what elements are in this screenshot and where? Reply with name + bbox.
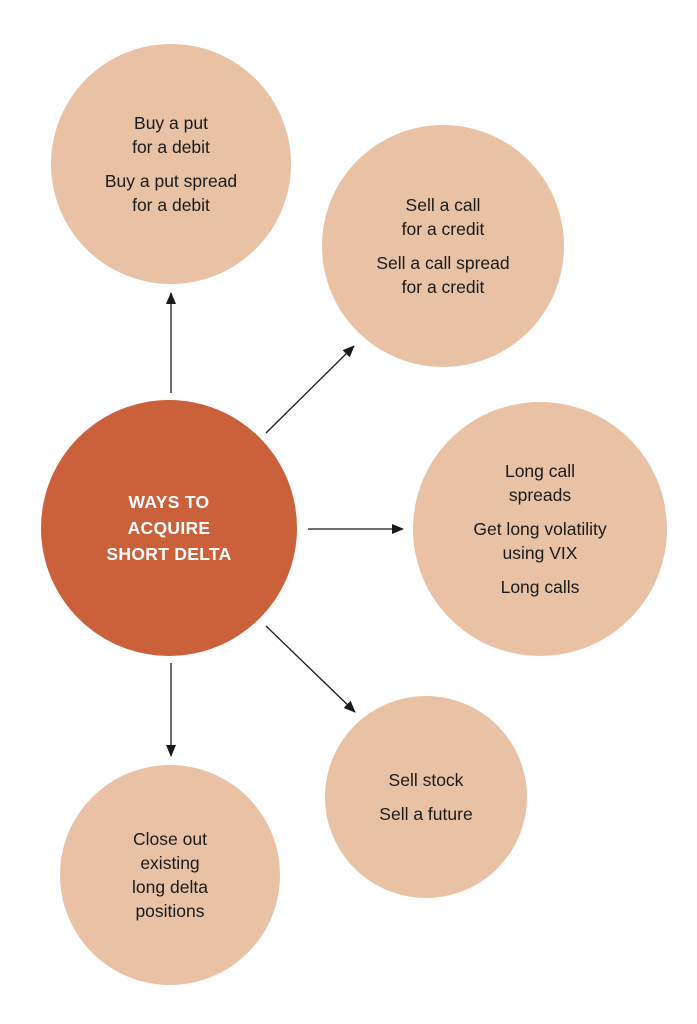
- node-item: Long call spreads: [504, 461, 576, 505]
- center-label: WAYS TO ACQUIRE SHORT DELTA: [106, 492, 232, 564]
- node-item: Get long volatility using VIX: [473, 519, 607, 563]
- node-item: Close out existing long delta positions: [132, 829, 208, 921]
- center-node: WAYS TO ACQUIRE SHORT DELTA: [41, 400, 297, 656]
- arrow-to-upper-right: [265, 345, 355, 434]
- node-item: Buy a put for a debit: [132, 113, 210, 157]
- node-item: Buy a put spread for a debit: [104, 171, 238, 215]
- node-item: Sell a future: [379, 804, 473, 824]
- node-close-out: Close out existing long delta positions: [60, 765, 280, 985]
- node-item: Sell stock: [388, 770, 464, 790]
- node-item: Long calls: [500, 577, 580, 597]
- node-sell-call: Sell a call for a credit Sell a call spr…: [322, 125, 564, 367]
- node-buy-put: Buy a put for a debit Buy a put spread f…: [51, 44, 291, 284]
- node-item: Sell a call spread for a credit: [376, 253, 510, 297]
- node-sell-stock: Sell stock Sell a future: [325, 696, 527, 898]
- arrow-to-lower-right: [265, 625, 356, 713]
- node-item: Sell a call for a credit: [401, 195, 485, 239]
- node-long-calls: Long call spreads Get long volatility us…: [413, 402, 667, 656]
